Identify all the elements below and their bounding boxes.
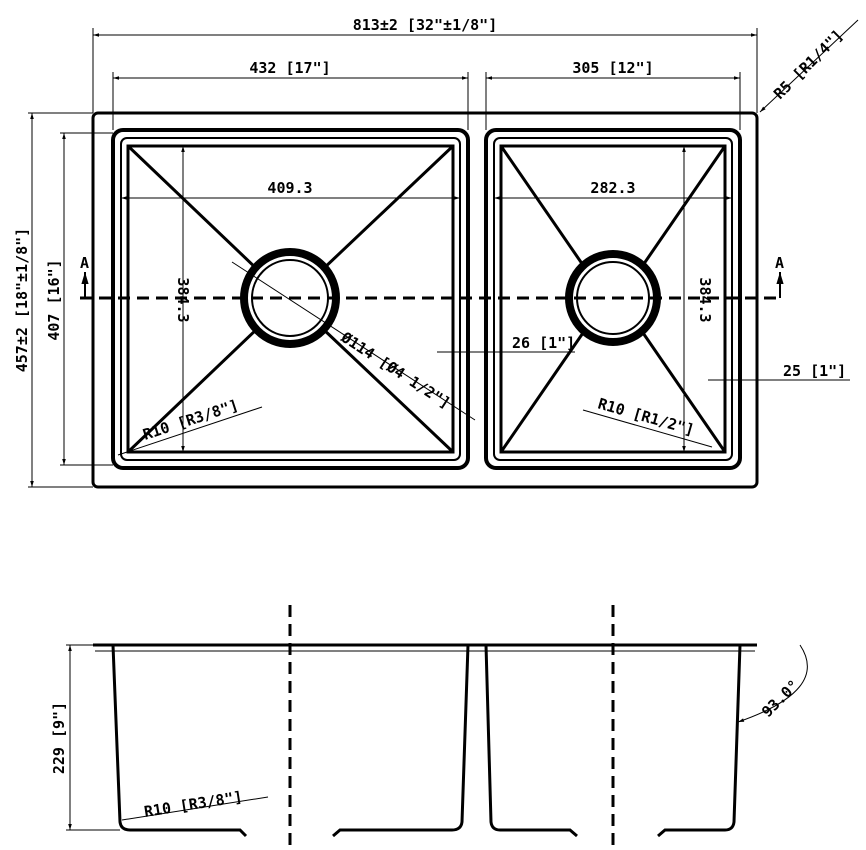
- section-line-a: A A: [80, 254, 784, 300]
- side-view: 229 [9"] R10 [R3/8"] 93.0°: [50, 605, 808, 850]
- right-bowl-width-label: 305 [12"]: [572, 59, 653, 77]
- overall-width-label: 813±2 [32"±1/8"]: [353, 16, 498, 34]
- overall-depth-label: 457±2 [18"±1/8"]: [13, 228, 31, 373]
- right-bowl-width-dimension: 305 [12"]: [485, 59, 741, 130]
- left-inner-depth-label: 384.3: [174, 277, 192, 322]
- side-angle-label: 93.0°: [758, 676, 803, 721]
- right-inner-width-label: 282.3: [590, 179, 635, 197]
- rim-width-label: 25 [1"]: [783, 362, 846, 380]
- left-radius-label: R10 [R3/8"]: [141, 396, 241, 444]
- section-marker-left: A: [80, 254, 89, 272]
- left-bowl-width-dimension: 432 [17"]: [112, 59, 469, 130]
- overall-width-dimension: 813±2 [32"±1/8"]: [92, 16, 758, 113]
- overall-depth-dimension: 457±2 [18"±1/8"] 407 [16"]: [13, 112, 113, 488]
- right-inner-depth-label: 384.3: [696, 277, 714, 322]
- left-bowl-width-label: 432 [17"]: [249, 59, 330, 77]
- divider-width-label: 26 [1"]: [512, 334, 575, 352]
- bowl-depth-label: 407 [16"]: [45, 259, 63, 340]
- corner-radius-label: R5 [R1/4"]: [770, 26, 847, 103]
- left-inner-width-label: 409.3: [267, 179, 312, 197]
- sink-outline: [91, 111, 759, 489]
- side-radius-label: R10 [R3/8"]: [143, 788, 244, 821]
- side-height-label: 229 [9"]: [50, 702, 68, 774]
- corner-radius-dimension: R5 [R1/4"]: [759, 19, 859, 113]
- drain-diameter-label: Ø114 [Ø4 1/2"]: [337, 328, 454, 413]
- right-radius-label: R10 [R1/2"]: [596, 395, 696, 440]
- section-marker-right: A: [775, 254, 784, 272]
